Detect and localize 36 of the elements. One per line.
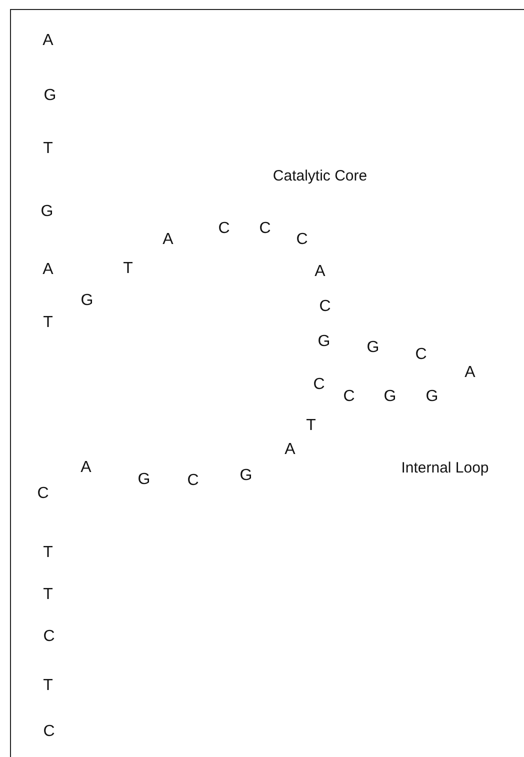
- nucleotide-letter: C: [415, 347, 427, 363]
- nucleotide-letter: C: [313, 377, 325, 393]
- nucleotide-letter: G: [80, 293, 94, 309]
- nucleotide-letter: C: [319, 299, 331, 315]
- nucleotide-letter: T: [43, 545, 53, 561]
- nucleotide-letter: C: [43, 629, 55, 645]
- nucleotide-letter: A: [42, 33, 54, 49]
- nucleotide-letter: T: [43, 141, 53, 157]
- nucleotide-letter: A: [314, 264, 326, 280]
- nucleotide-letter: A: [162, 232, 174, 248]
- nucleotide-letter: C: [343, 389, 355, 405]
- nucleotide-letter: C: [43, 724, 55, 740]
- nucleotide-letter: C: [296, 232, 308, 248]
- nucleotide-letter: T: [43, 678, 53, 694]
- nucleotide-letter: C: [37, 486, 49, 502]
- nucleotide-letter: T: [306, 418, 316, 434]
- nucleotide-letter: T: [43, 315, 53, 331]
- nucleotide-letter: A: [80, 460, 92, 476]
- nucleotide-letter: C: [187, 473, 199, 489]
- nucleotide-letter: G: [40, 204, 54, 220]
- nucleotide-letter: T: [43, 587, 53, 603]
- nucleotide-letter: C: [259, 221, 271, 237]
- nucleotide-letter: G: [426, 389, 438, 405]
- nucleotide-letter: G: [44, 88, 56, 104]
- nucleotide-letter: G: [240, 468, 252, 484]
- nucleotide-letter: G: [384, 389, 396, 405]
- nucleotide-letter: A: [464, 365, 476, 381]
- nucleotide-letter: C: [218, 221, 230, 237]
- nucleotide-letter: G: [366, 340, 380, 356]
- region-label: Catalytic Core: [272, 168, 368, 184]
- nucleotide-letter: G: [318, 334, 330, 350]
- nucleotide-letter: T: [123, 261, 133, 277]
- nucleotide-letter: A: [284, 442, 296, 458]
- region-label: Internal Loop: [401, 460, 489, 476]
- nucleotide-letter: G: [138, 472, 150, 488]
- nucleotide-letter: A: [42, 262, 54, 278]
